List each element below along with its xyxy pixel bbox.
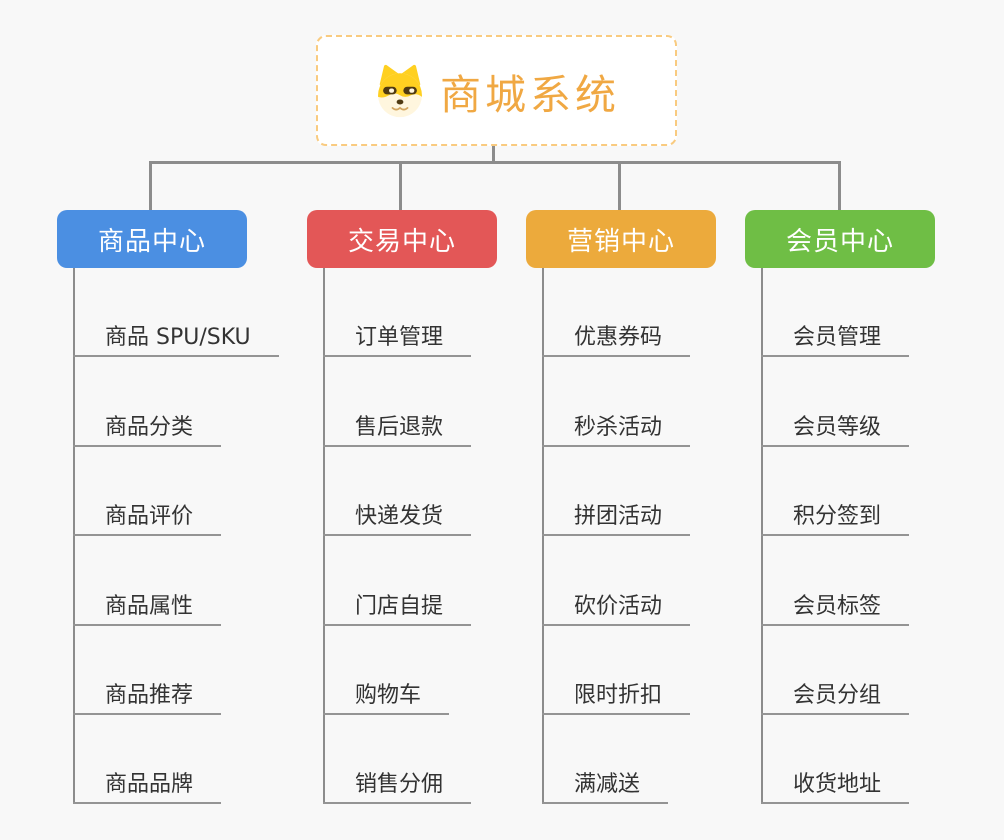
- branch-members-label: 会员中心: [785, 226, 894, 257]
- leaf-node[interactable]: 拼团活动: [542, 494, 691, 536]
- leaf-node[interactable]: 会员标签: [761, 584, 910, 626]
- leaf-node[interactable]: 售后退款: [323, 405, 472, 447]
- connector-drop-products: [149, 161, 152, 211]
- leaf-node[interactable]: 商品 SPU/SKU: [73, 315, 279, 357]
- leaf-node[interactable]: 订单管理: [323, 315, 472, 357]
- leaf-node[interactable]: 快递发货: [323, 494, 472, 536]
- root-node[interactable]: 商城系统: [316, 35, 677, 146]
- leaf-node[interactable]: 门店自提: [323, 584, 472, 626]
- leaf-node[interactable]: 积分签到: [761, 494, 910, 536]
- leaf-node[interactable]: 商品品牌: [73, 762, 222, 804]
- dog-face-icon: [378, 64, 422, 117]
- leaf-node[interactable]: 砍价活动: [542, 584, 691, 626]
- leaf-node[interactable]: 会员等级: [761, 405, 910, 447]
- connector-drop-trade: [399, 161, 402, 211]
- leaf-node[interactable]: 商品属性: [73, 584, 222, 626]
- leaf-node[interactable]: 会员管理: [761, 315, 910, 357]
- leaf-node[interactable]: 收货地址: [761, 762, 910, 804]
- leaf-node[interactable]: 会员分组: [761, 673, 910, 715]
- leaf-node[interactable]: 限时折扣: [542, 673, 691, 715]
- branch-products[interactable]: 商品中心: [57, 210, 247, 268]
- root-title: 商城系统: [440, 70, 620, 119]
- branch-trade-label: 交易中心: [347, 226, 456, 257]
- branch-products-label: 商品中心: [97, 226, 206, 257]
- leaf-node[interactable]: 购物车: [323, 673, 450, 715]
- branch-trade[interactable]: 交易中心: [307, 210, 497, 268]
- connector-drop-members: [838, 161, 841, 211]
- leaf-node[interactable]: 商品推荐: [73, 673, 222, 715]
- branch-members[interactable]: 会员中心: [745, 210, 935, 268]
- leaf-node[interactable]: 秒杀活动: [542, 405, 691, 447]
- leaf-node[interactable]: 满减送: [542, 762, 669, 804]
- connector-root-stub: [492, 145, 495, 164]
- branch-marketing[interactable]: 营销中心: [526, 210, 716, 268]
- leaf-node[interactable]: 销售分佣: [323, 762, 472, 804]
- leaf-node[interactable]: 商品分类: [73, 405, 222, 447]
- connector-drop-marketing: [618, 161, 621, 211]
- leaf-node[interactable]: 优惠券码: [542, 315, 691, 357]
- branch-marketing-label: 营销中心: [566, 226, 675, 257]
- connector-bus: [149, 161, 841, 164]
- leaf-node[interactable]: 商品评价: [73, 494, 222, 536]
